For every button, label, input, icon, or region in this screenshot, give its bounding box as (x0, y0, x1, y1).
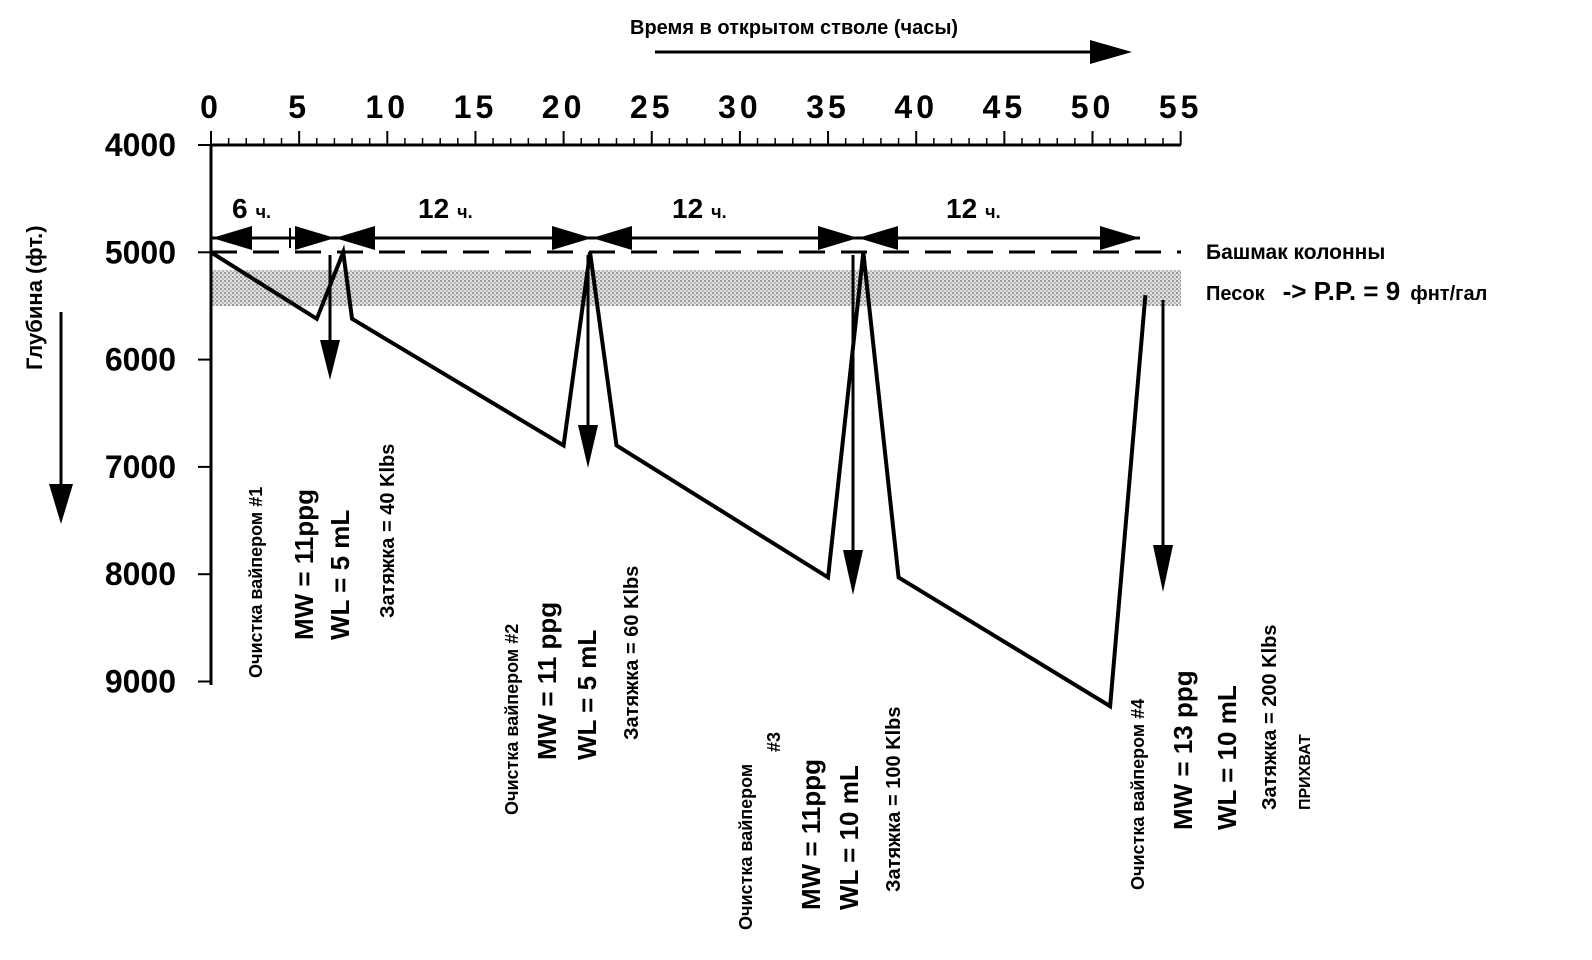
wiper-1-labels: Очистка вайпером #1 MW = 11ppg WL = 5 mL… (246, 444, 399, 678)
time-direction-arrowhead (1090, 40, 1132, 64)
wiper-2-drag: Затяжка = 60 Klbs (621, 566, 643, 740)
y-tick-label: 5000 (105, 234, 176, 270)
wiper-3-title: Очистка вайпером (736, 764, 756, 930)
y-tick-label: 8000 (105, 556, 176, 592)
x-tick-label: 25 (630, 89, 674, 125)
interval-arrowhead (858, 226, 898, 250)
wiper-2-wl: WL = 5 mL (572, 630, 602, 760)
y-tick-label: 4000 (105, 127, 176, 163)
interval-2-num: 12 (418, 193, 449, 224)
wiper-3-drag: Затяжка = 100 Klbs (883, 707, 905, 893)
interval-arrowhead (335, 226, 375, 250)
interval-arrowhead (212, 226, 252, 250)
y-tick-label: 9000 (105, 664, 176, 700)
wiper-4-mw: MW = 13 ppg (1168, 670, 1198, 830)
pore-pressure-text: -> P.P. = 9 (1283, 276, 1401, 306)
interval-1-num: 6 (232, 193, 248, 224)
wiper-1-title: Очистка вайпером #1 (246, 487, 266, 678)
interval-arrowhead (295, 226, 335, 250)
depth-direction-arrowhead (49, 484, 73, 524)
wiper-2-labels: Очистка вайпером #2 MW = 11 ppg WL = 5 m… (502, 566, 643, 815)
interval-4-unit: ч. (985, 202, 1000, 222)
wiper-4-arrowhead (1153, 545, 1173, 592)
interval-2-unit: ч. (457, 202, 472, 222)
interval-3-unit: ч. (711, 202, 726, 222)
x-tick-label: 0 (200, 89, 222, 125)
time-axis-title: Время в открытом стволе (часы) (630, 17, 958, 39)
wiper-4-title: Очистка вайпером #4 (1128, 699, 1148, 890)
depth-axis-title: Глубина (фт.) (22, 225, 47, 370)
wiper-4-labels: Очистка вайпером #4 MW = 13 ppg WL = 10 … (1128, 625, 1314, 891)
x-axis-ticks: 0 5 10 15 20 25 30 35 40 45 50 55 (200, 89, 1203, 145)
x-tick-label: 50 (1071, 89, 1115, 125)
sand-label: Песок -> P.P. = 9 фнт/гал (1206, 276, 1487, 306)
wiper-1-drag: Затяжка = 40 Klbs (377, 444, 399, 618)
interval-3-num: 12 (672, 193, 703, 224)
wiper-3-arrowhead (843, 550, 863, 595)
sand-band (211, 270, 1181, 306)
wiper-1-mw: MW = 11ppg (289, 489, 319, 640)
x-tick-label: 35 (806, 89, 850, 125)
interval-arrowhead (592, 226, 632, 250)
pore-pressure-unit: фнт/гал (1410, 283, 1487, 305)
wiper-3-mw: MW = 11ppg (796, 759, 826, 910)
interval-1-unit: ч. (256, 202, 271, 222)
wiper-2-title: Очистка вайпером #2 (502, 624, 522, 815)
x-tick-label: 30 (718, 89, 762, 125)
x-tick-label: 45 (983, 89, 1027, 125)
x-tick-label: 40 (894, 89, 938, 125)
wiper-2-mw: MW = 11 ppg (532, 602, 562, 760)
sand-text: Песок (1206, 283, 1266, 305)
interval-arrowhead (1100, 226, 1140, 250)
y-tick-label: 7000 (105, 449, 176, 485)
interval-3-label: 12 ч. (672, 193, 727, 224)
x-tick-label: 15 (454, 89, 498, 125)
casing-shoe-label: Башмак колонны (1206, 241, 1385, 264)
interval-4-num: 12 (946, 193, 977, 224)
wiper-1-wl: WL = 5 mL (325, 510, 355, 640)
interval-arrowhead (552, 226, 592, 250)
wiper-2-arrowhead (578, 425, 598, 468)
wiper-4-wl: WL = 10 mL (1212, 685, 1242, 830)
interval-1-label: 6 ч. (232, 193, 271, 224)
wiper-3-labels: Очистка вайпером #3 MW = 11ppg WL = 10 m… (736, 707, 905, 931)
interval-2-label: 12 ч. (418, 193, 473, 224)
wiper-arrows (320, 255, 1173, 595)
x-tick-label: 55 (1159, 89, 1203, 125)
interval-arrows: 6 ч. 12 ч. 12 ч. 12 ч. (212, 193, 1140, 250)
interval-arrowhead (818, 226, 858, 250)
wiper-3-title-number: #3 (764, 732, 784, 752)
wiper-4-extra: ПРИХВАТ (1297, 734, 1314, 810)
y-axis-ticks: 4000 5000 6000 7000 8000 9000 (105, 127, 211, 700)
interval-4-label: 12 ч. (946, 193, 1001, 224)
y-tick-label: 6000 (105, 342, 176, 378)
x-tick-label: 10 (366, 89, 410, 125)
depth-time-profile (209, 244, 1148, 710)
x-tick-label: 5 (288, 89, 310, 125)
wiper-1-arrowhead (320, 340, 340, 380)
x-tick-label: 20 (542, 89, 586, 125)
wiper-3-wl: WL = 10 mL (834, 765, 864, 910)
wiper-4-drag: Затяжка = 200 Klbs (1259, 625, 1281, 811)
